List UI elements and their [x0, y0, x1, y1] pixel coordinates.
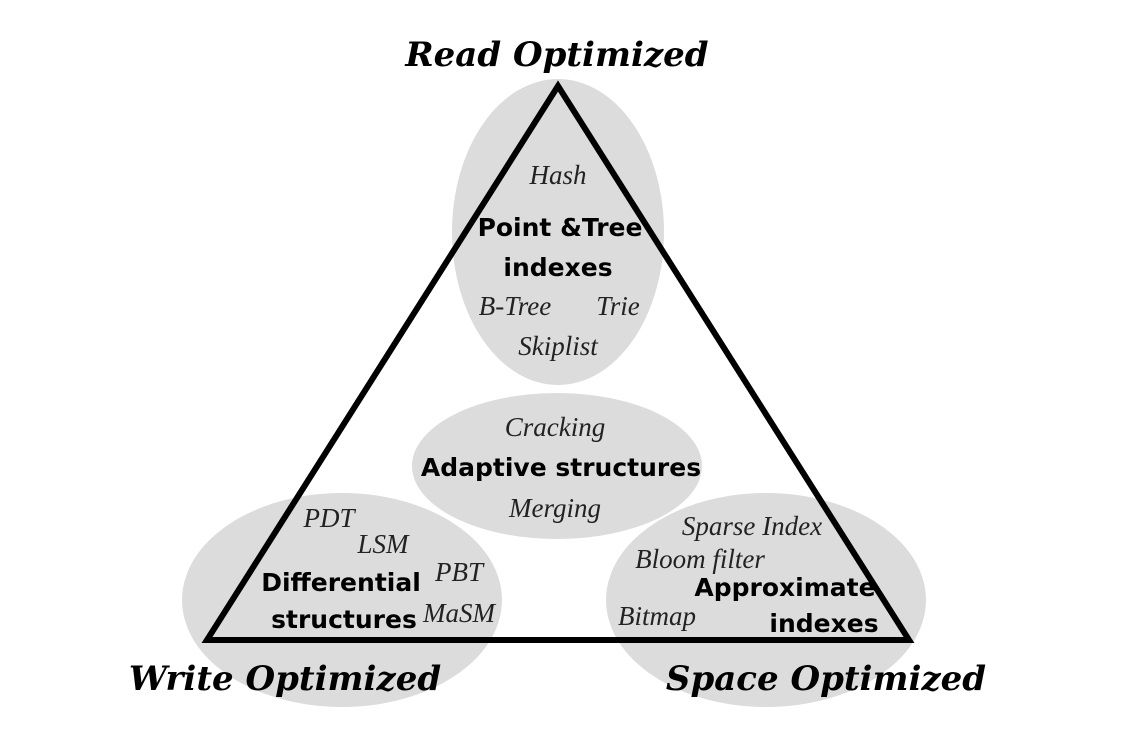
tradeoff-triangle	[201, 80, 915, 643]
space-optimized-label: Space Optimized	[666, 659, 986, 699]
point-tree-group-ellipse	[452, 79, 664, 385]
example-bitmap: Bitmap	[618, 601, 696, 631]
differential-title-line2: structures	[271, 605, 417, 634]
example-masm: MaSM	[422, 598, 496, 628]
point-tree-title-line1: Point &Tree	[478, 213, 643, 242]
read-optimized-label: Read Optimized	[404, 35, 708, 75]
approximate-title-line2: indexes	[769, 609, 878, 638]
example-btree: B-Tree	[479, 291, 551, 321]
approximate-title-line1: Approximate	[694, 573, 875, 602]
example-hash: Hash	[528, 160, 586, 190]
example-trie: Trie	[596, 291, 640, 321]
example-skiplist: Skiplist	[518, 331, 599, 361]
example-pdt: PDT	[302, 503, 356, 533]
example-merging: Merging	[508, 493, 601, 523]
example-bloom-filter: Bloom filter	[635, 544, 765, 574]
write-optimized-label: Write Optimized	[129, 659, 442, 699]
differential-group-ellipse	[182, 493, 502, 707]
point-tree-title-line2: indexes	[503, 253, 612, 282]
adaptive-group-ellipse	[412, 393, 702, 539]
differential-title-line1: Differential	[261, 568, 421, 597]
example-sparse-index: Sparse Index	[682, 511, 822, 541]
example-cracking: Cracking	[505, 412, 606, 442]
approximate-group-ellipse	[606, 493, 926, 707]
example-pbt: PBT	[434, 557, 485, 587]
adaptive-title: Adaptive structures	[421, 453, 701, 482]
example-lsm: LSM	[356, 529, 410, 559]
